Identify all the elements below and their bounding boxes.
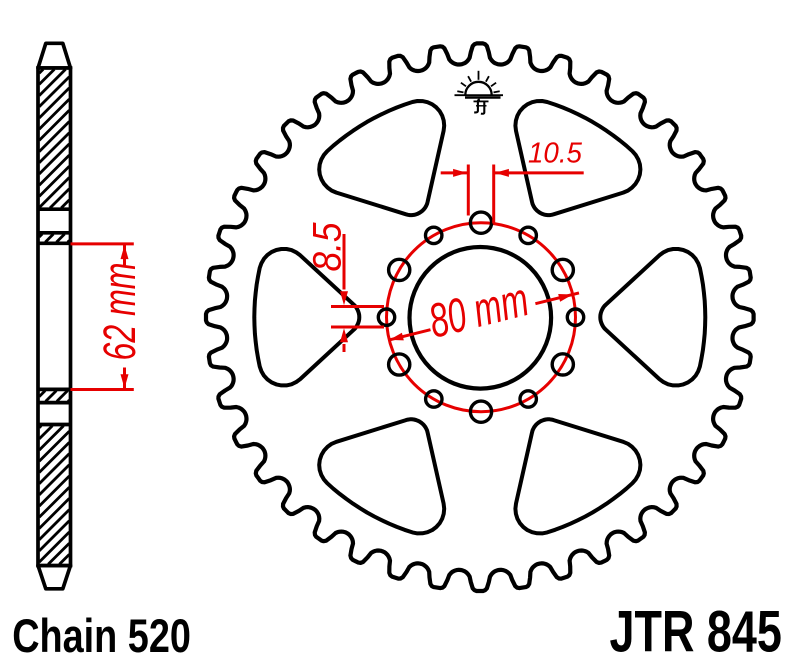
svg-text:Chain 520: Chain 520 (12, 610, 191, 663)
svg-text:10.5: 10.5 (528, 138, 583, 170)
svg-text:8.5: 8.5 (306, 222, 350, 272)
svg-text:62 mm: 62 mm (94, 263, 145, 361)
svg-text:JTR 845: JTR 845 (610, 599, 782, 664)
